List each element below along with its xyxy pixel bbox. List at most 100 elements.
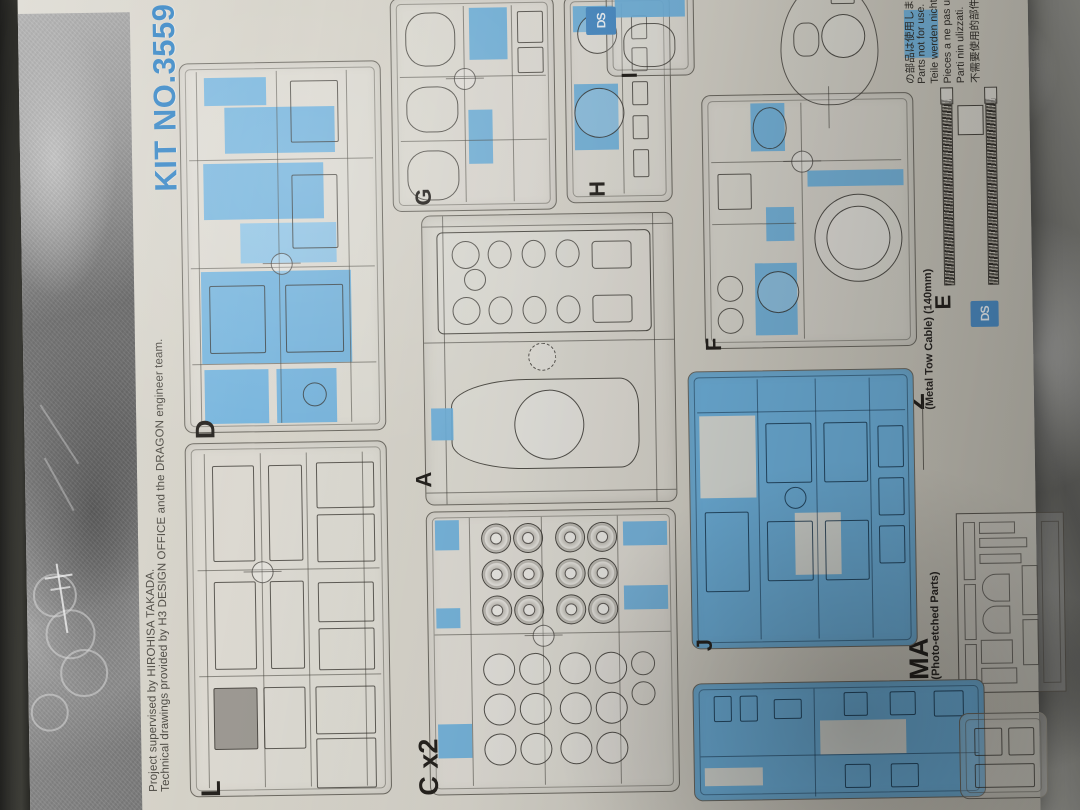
sprue-part [974, 727, 1003, 757]
hull-detail [591, 240, 632, 269]
hull-detail [521, 239, 546, 269]
ds-plastic-logo-icon: DS [585, 6, 617, 36]
fret-part [978, 521, 1016, 534]
sprue-part [632, 115, 649, 140]
sprue-part [878, 525, 906, 564]
fret-part [979, 537, 1028, 548]
sprue-part [765, 422, 813, 484]
sprue-part [291, 173, 339, 249]
sprue-part [974, 763, 1036, 789]
warning-line-de: Teile werden nicht verwendet. [926, 0, 942, 84]
highlight-block [623, 584, 669, 610]
sprue-small-bottom [958, 711, 1049, 800]
ds-logo-text: DS [593, 13, 609, 29]
tow-cable-icon [985, 98, 1000, 285]
sprue-label-h: H [584, 180, 610, 198]
sprue-part [317, 581, 375, 623]
sprue-part [843, 691, 868, 717]
sprue-label-l: L [195, 780, 227, 798]
sprue-label-d: D [190, 419, 221, 440]
sprue-part [933, 690, 964, 717]
sprue-part [316, 513, 376, 563]
hull-detail [488, 296, 513, 325]
hull-detail [592, 294, 633, 323]
fret-part [980, 639, 1014, 664]
warning-line-fr: Pieces a ne pas utiliser. [940, 0, 954, 84]
guide-line [426, 488, 677, 494]
sprue-part [318, 627, 376, 671]
sprue-part [316, 737, 377, 789]
highlight-block [431, 408, 454, 441]
sprue-f [701, 91, 918, 350]
sprue-part [890, 762, 920, 788]
photo-etched-fret-icon [955, 511, 1067, 694]
sprue-part [517, 46, 544, 74]
sprue-part [713, 695, 733, 723]
guide-line [652, 213, 658, 502]
tow-cable-end [940, 87, 954, 105]
sprue-j [687, 367, 918, 650]
sprue-e-part [957, 104, 984, 136]
instruction-sheet: KIT NO.3559 Project supervised by HIROHI… [17, 0, 1067, 810]
sprue-bottom-partial [692, 678, 987, 802]
sprue-part [631, 81, 649, 106]
highlight-block [434, 520, 460, 551]
tow-cable-icon [941, 99, 956, 286]
sprue-l [184, 440, 393, 798]
sprue-label-f: F [700, 337, 727, 352]
sprue-note-z: (Metal Tow Cable) (140mm) [921, 268, 937, 410]
sprue-part [209, 285, 267, 355]
sprue-part [289, 79, 339, 143]
fret-part [981, 667, 1018, 684]
sprue-part [211, 465, 256, 562]
warning-line-zh: 不需要使用的部件 [968, 0, 982, 84]
ds-plastic-logo-icon: DS [970, 300, 999, 328]
sprue-a [421, 211, 678, 506]
sprue-part [824, 519, 870, 581]
sprue-part [773, 698, 802, 720]
hull-detail [556, 295, 581, 324]
sprue-part [704, 511, 750, 593]
sprue-part [213, 687, 259, 750]
sprue-part [632, 149, 650, 178]
sprue-note-ma: (Photo-etched Parts) [928, 571, 943, 680]
unhighlighted-block [699, 415, 757, 499]
sprue-label-g: G [410, 188, 436, 206]
sprue-part [269, 580, 306, 670]
sprue-c [425, 507, 681, 796]
ds-logo-text: DS [977, 306, 992, 322]
sprue-part [267, 464, 304, 562]
sprue-part [844, 763, 872, 789]
warning-line-en: Parts not for use. [914, 3, 929, 84]
hull-detail [463, 268, 487, 292]
hull-detail [452, 296, 481, 326]
fret-part [979, 553, 1022, 564]
sprue-part [404, 12, 456, 67]
sprue-part [739, 695, 758, 722]
sprue-part [315, 685, 377, 735]
fret-part [981, 573, 1011, 602]
sprue-i [605, 0, 695, 77]
sprue-part [1008, 727, 1035, 756]
sprue-g [389, 0, 557, 213]
turret-ring-opening [513, 389, 585, 461]
sprue-part [877, 425, 905, 468]
highlight-block [203, 77, 267, 107]
highlight-block [204, 369, 270, 425]
sprue-part [315, 461, 375, 509]
hull-detail [451, 240, 480, 270]
hull-detail [555, 239, 580, 268]
hull-top-view-icon [436, 229, 652, 335]
highlight-block [807, 169, 904, 187]
sprue-label-i: I [616, 72, 642, 79]
guide-line [424, 338, 674, 344]
historical-tank-photo [17, 12, 143, 810]
turret-top-view-icon [779, 0, 880, 129]
sprue-part [516, 10, 544, 44]
guide-line [422, 222, 673, 228]
fret-part [962, 522, 976, 581]
fret-part [963, 584, 977, 641]
sprue-part [823, 421, 869, 483]
sprue-part [766, 520, 814, 582]
